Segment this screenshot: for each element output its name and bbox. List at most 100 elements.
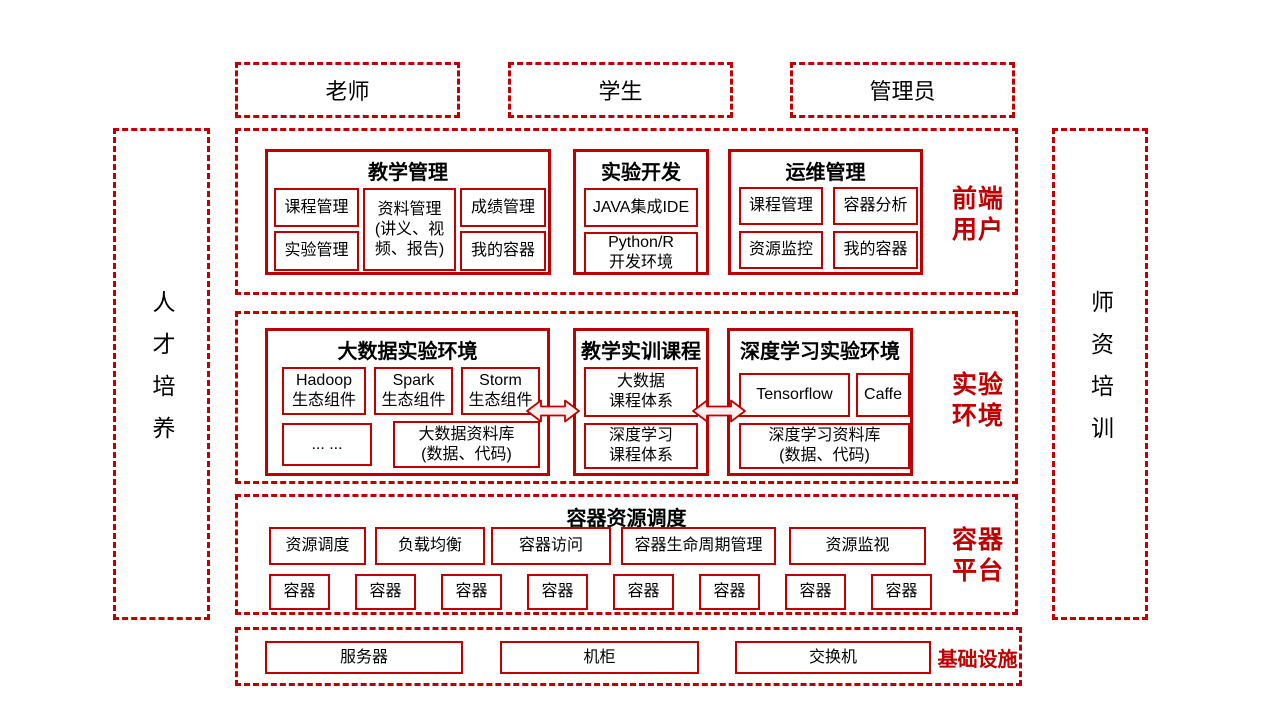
- container-label: 容器: [713, 583, 746, 600]
- container-label: 容器: [369, 583, 402, 600]
- group-experiment-development: 实验开发 JAVA集成IDE Python/R 开发环境: [573, 149, 709, 275]
- box-spark: Spark 生态组件: [374, 367, 453, 415]
- box-my-container-teaching: 我的容器: [460, 231, 546, 271]
- box-experiment-management: 实验管理: [274, 231, 359, 271]
- box-resource-monitor-label: 资源监控: [748, 241, 813, 258]
- actor-admin-label: 管理员: [869, 79, 936, 104]
- frontend-side-label-line-2: 用户: [951, 216, 1004, 244]
- container-label: 容器: [541, 583, 574, 600]
- group-dev-title: 实验开发: [601, 162, 681, 184]
- box-ops-course-management-label: 课程管理: [748, 197, 813, 214]
- box-bigdata-course: 大数据 课程体系: [584, 367, 698, 417]
- box-container-8: 容器: [871, 574, 932, 610]
- right-panel-label: 师资培训: [1087, 290, 1114, 458]
- box-resource-scheduling: 资源调度: [269, 527, 366, 565]
- box-grade-management-label: 成绩管理: [470, 198, 535, 216]
- box-container-2: 容器: [355, 574, 416, 610]
- group-deeplearning-lab: 深度学习实验环境 Tensorflow Caffe 深度学习资料库 (数据、代码…: [727, 328, 913, 476]
- dl-course-line-1: 深度学习: [608, 427, 673, 444]
- box-dl-course: 深度学习 课程体系: [584, 423, 698, 469]
- box-resource-watch: 资源监视: [789, 527, 926, 565]
- box-grade-management: 成绩管理: [460, 188, 546, 227]
- box-cabinet-label: 机柜: [583, 648, 616, 666]
- box-resource-watch-label: 资源监视: [825, 537, 890, 554]
- box-course-management-label: 课程管理: [284, 198, 349, 216]
- actor-box-student: 学生: [508, 62, 733, 118]
- box-ellipsis-label: ... ...: [311, 435, 343, 453]
- box-resource-scheduling-label: 资源调度: [285, 537, 350, 554]
- box-caffe-label: Caffe: [864, 386, 902, 403]
- box-switch: 交换机: [735, 641, 931, 674]
- box-materials-management: 资料管理 (讲义、视 频、报告): [363, 188, 456, 271]
- box-python-env: Python/R 开发环境: [584, 232, 698, 274]
- bigdata-library-line-1: 大数据资料库: [418, 425, 515, 443]
- box-resource-monitor: 资源监控: [739, 231, 823, 269]
- container-label: 容器: [455, 583, 488, 600]
- container-label: 容器: [885, 583, 918, 600]
- section-frontend-side-label: 前端 用户: [933, 184, 1023, 246]
- materials-line-3: 频、报告): [374, 240, 445, 258]
- dl-library-line-1: 深度学习资料库: [768, 427, 881, 444]
- container-label: 容器: [799, 583, 832, 600]
- section-lab-side-label: 实验 环境: [933, 370, 1023, 432]
- box-my-container-teaching-label: 我的容器: [470, 242, 535, 259]
- box-experiment-management-label: 实验管理: [284, 242, 349, 259]
- section-infrastructure: 服务器 机柜 交换机 基础设施: [235, 627, 1022, 686]
- platform-side-label-line-2: 平台: [951, 557, 1004, 585]
- actor-teacher-label: 老师: [325, 79, 370, 104]
- group-courses-title: 教学实训课程: [581, 341, 701, 363]
- python-env-line-2: 开发环境: [608, 254, 673, 271]
- box-tensorflow: Tensorflow: [739, 373, 850, 417]
- section-frontend-users: 教学管理 课程管理 实验管理 资料管理 (讲义、视 频、报告) 成绩管理 我的容…: [235, 128, 1018, 295]
- group-operations-management: 运维管理 课程管理 容器分析 资源监控 我的容器: [728, 149, 923, 275]
- box-load-balancing-label: 负载均衡: [397, 537, 462, 554]
- left-panel-talent-cultivation: 人才培养: [113, 128, 210, 620]
- python-env-line-1: Python/R: [608, 234, 674, 251]
- box-caffe: Caffe: [856, 373, 910, 417]
- box-java-ide-label: JAVA集成IDE: [592, 198, 690, 216]
- box-lifecycle-management: 容器生命周期管理: [621, 527, 776, 565]
- box-server-label: 服务器: [339, 648, 388, 666]
- storm-line-2: 生态组件: [468, 392, 533, 409]
- double-arrow-icon: [692, 399, 746, 423]
- double-arrow-icon: [526, 399, 580, 423]
- bigdata-course-line-2: 课程体系: [608, 393, 673, 410]
- actor-student-label: 学生: [598, 79, 643, 104]
- hadoop-line-2: 生态组件: [291, 392, 356, 409]
- hadoop-line-1: Hadoop: [295, 372, 353, 389]
- spark-line-2: 生态组件: [381, 392, 446, 409]
- platform-side-label-line-1: 容器: [951, 526, 1004, 554]
- storm-line-1: Storm: [479, 372, 522, 389]
- container-scheduling-title: 容器资源调度: [566, 508, 687, 530]
- box-cabinet: 机柜: [500, 641, 699, 674]
- box-container-analysis-label: 容器分析: [843, 197, 908, 214]
- box-container-4: 容器: [527, 574, 588, 610]
- left-panel-label: 人才培养: [149, 290, 175, 458]
- box-load-balancing: 负载均衡: [375, 527, 485, 565]
- materials-line-2: (讲义、视: [374, 220, 445, 238]
- actor-box-admin: 管理员: [790, 62, 1015, 118]
- box-storm: Storm 生态组件: [461, 367, 540, 415]
- group-training-courses: 教学实训课程 大数据 课程体系 深度学习 课程体系: [573, 328, 709, 476]
- bigdata-course-line-1: 大数据: [616, 373, 665, 390]
- actor-box-teacher: 老师: [235, 62, 460, 118]
- section-infrastructure-side-label: 基础设施: [937, 649, 1018, 671]
- lab-side-label-line-1: 实验: [951, 371, 1004, 399]
- box-hadoop: Hadoop 生态组件: [282, 367, 366, 415]
- right-panel-teacher-training: 师资培训: [1052, 128, 1148, 620]
- group-ops-title: 运维管理: [785, 162, 866, 184]
- box-container-access-label: 容器访问: [518, 537, 583, 554]
- box-switch-label: 交换机: [808, 648, 857, 666]
- group-teaching-title: 教学管理: [368, 162, 448, 184]
- box-container-1: 容器: [269, 574, 330, 610]
- bigdata-library-line-2: (数据、代码): [421, 445, 512, 463]
- dl-library-line-2: (数据、代码): [779, 447, 870, 464]
- group-deeplearning-title: 深度学习实验环境: [740, 341, 900, 363]
- lab-side-label-line-2: 环境: [951, 402, 1004, 430]
- section-lab-environment: 大数据实验环境 Hadoop 生态组件 Spark 生态组件 Storm 生态组…: [235, 311, 1018, 484]
- section-platform-side-label: 容器 平台: [933, 525, 1023, 587]
- section-container-platform: 容器资源调度 资源调度 负载均衡 容器访问 容器生命周期管理 资源监视 容器 容…: [235, 494, 1018, 615]
- group-bigdata-title: 大数据实验环境: [337, 341, 478, 363]
- box-lifecycle-management-label: 容器生命周期管理: [634, 537, 763, 554]
